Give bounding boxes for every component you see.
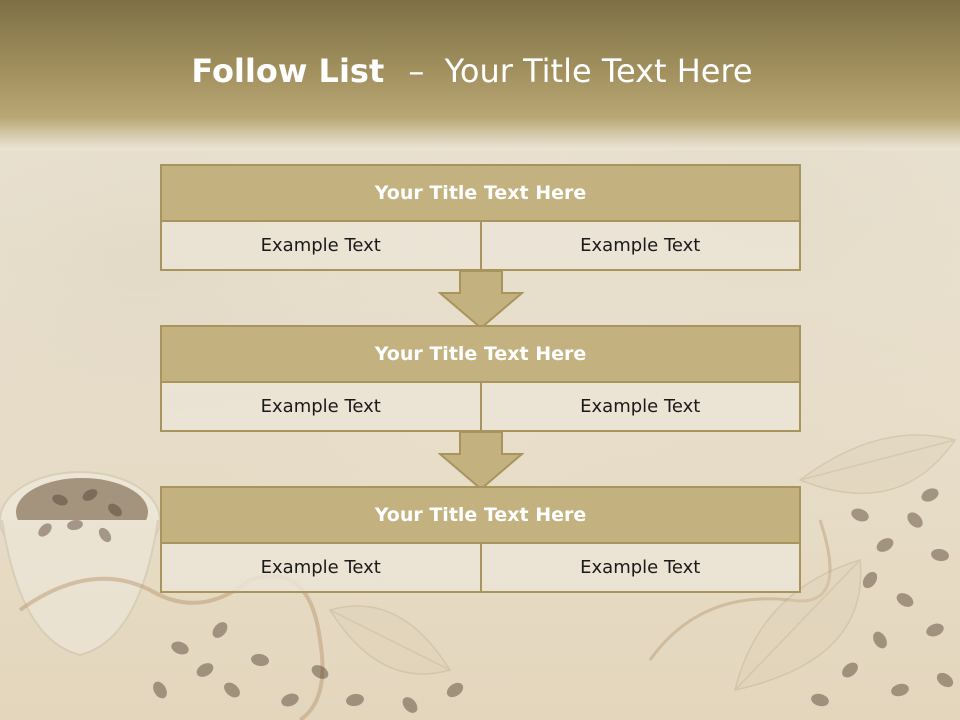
block-title: Your Title Text Here	[160, 164, 801, 222]
block-cell-right: Example Text	[479, 383, 799, 430]
slide-title-bold: Follow List	[191, 52, 385, 90]
block-cell-left: Example Text	[162, 222, 480, 269]
block-cell-right: Example Text	[479, 222, 799, 269]
block-row: Example Text Example Text	[160, 544, 801, 593]
block-cell-left: Example Text	[162, 544, 480, 591]
follow-block-2: Your Title Text Here Example Text Exampl…	[160, 325, 801, 432]
block-title: Your Title Text Here	[160, 486, 801, 544]
follow-block-3: Your Title Text Here Example Text Exampl…	[160, 486, 801, 593]
block-row: Example Text Example Text	[160, 383, 801, 432]
down-arrow-icon	[438, 432, 524, 490]
block-cell-right: Example Text	[479, 544, 799, 591]
slide-title: Follow List – Your Title Text Here	[0, 52, 944, 90]
block-row: Example Text Example Text	[160, 222, 801, 271]
slide-title-rest: Your Title Text Here	[444, 52, 753, 90]
down-arrow-icon	[438, 271, 524, 329]
block-cell-left: Example Text	[162, 383, 480, 430]
slide-title-separator: –	[408, 52, 425, 90]
header-band	[0, 0, 960, 150]
block-title: Your Title Text Here	[160, 325, 801, 383]
follow-block-1: Your Title Text Here Example Text Exampl…	[160, 164, 801, 271]
